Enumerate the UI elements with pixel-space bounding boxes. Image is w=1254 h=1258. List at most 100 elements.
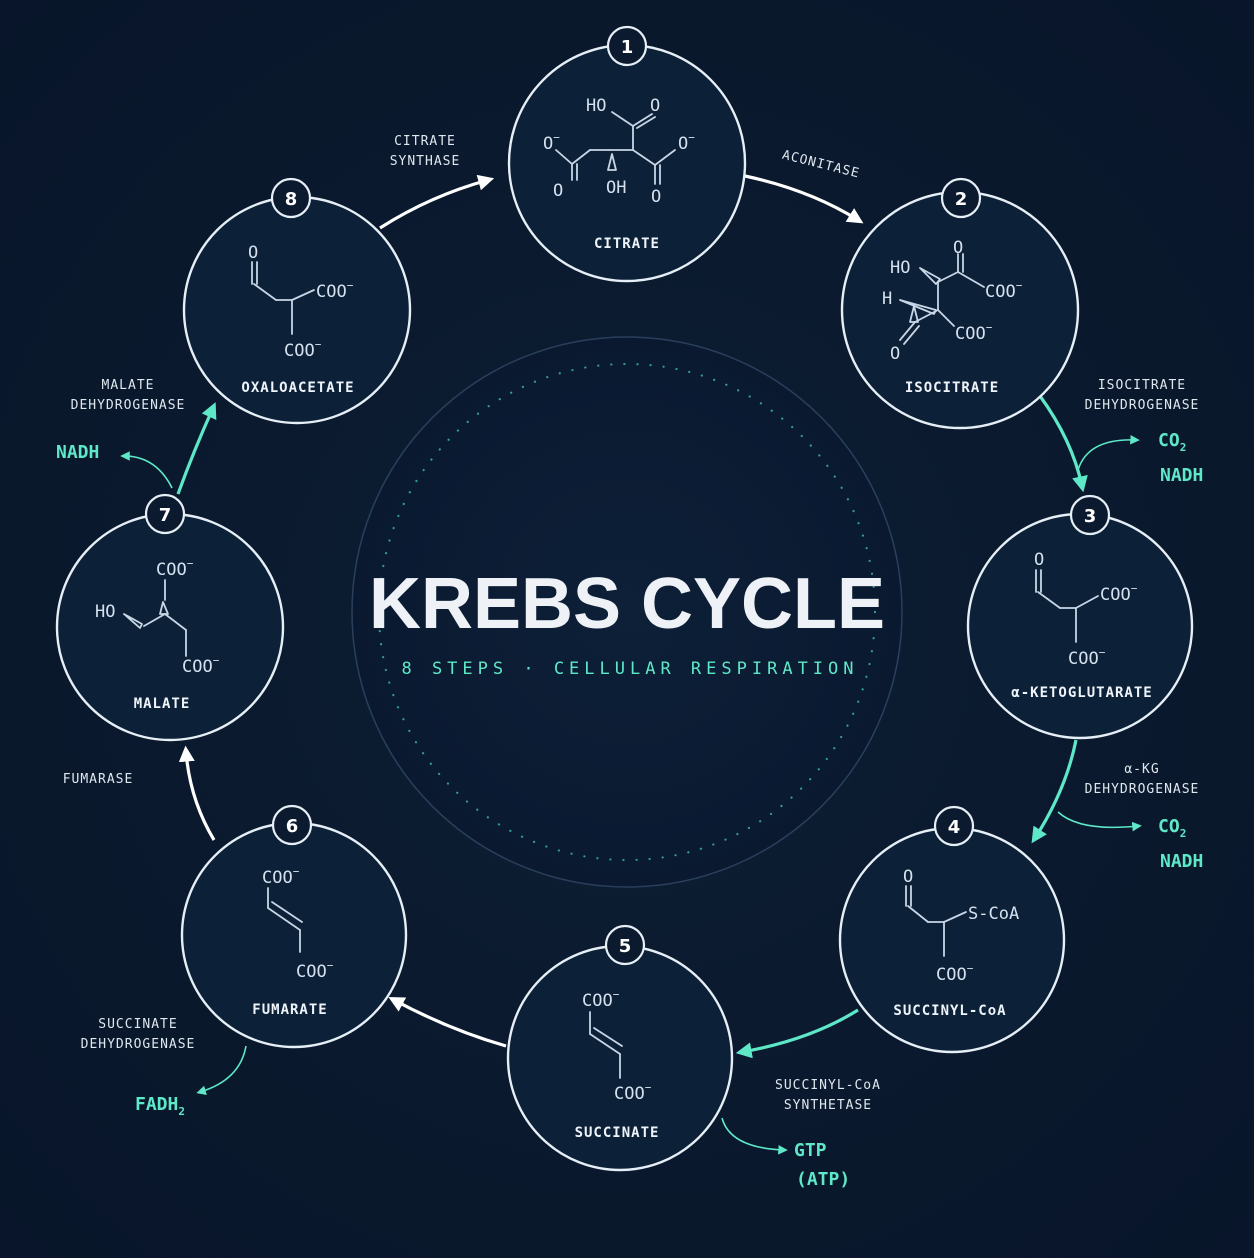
node-isocitrate[interactable]: HO O COO− H COO− O ISOCITRATE 2 bbox=[840, 177, 1080, 430]
product-gtp: GTP bbox=[794, 1140, 827, 1161]
arrow-nadh-out-step7 bbox=[120, 451, 173, 489]
node-succinate[interactable]: COO− COO− SUCCINATE 5 bbox=[506, 924, 734, 1172]
byproduct-arrows bbox=[120, 434, 1142, 1155]
arrow-step8-to-1 bbox=[379, 174, 495, 230]
step-name-succinyl-coa: SUCCINYL-CoA bbox=[893, 1003, 1006, 1019]
svg-text:H: H bbox=[882, 289, 892, 309]
step-badge-5: 5 bbox=[619, 936, 632, 957]
svg-text:S-CoA: S-CoA bbox=[968, 904, 1019, 924]
enzyme-malate-dh-2: DEHYDROGENASE bbox=[71, 398, 186, 413]
product-fadh2: FADH2 bbox=[135, 1094, 185, 1118]
byproduct-labels: CO2 NADH CO2 NADH GTP (ATP) FADH2 NADH bbox=[56, 430, 1203, 1190]
svg-text:COO−: COO− bbox=[296, 959, 334, 982]
node-fumarate[interactable]: COO− COO− FUMARATE 6 bbox=[180, 804, 408, 1049]
structure-malate: COO− HO COO− bbox=[95, 557, 220, 677]
arrow-step7-to-8 bbox=[176, 402, 217, 495]
svg-text:O: O bbox=[1034, 550, 1044, 570]
structure-isocitrate: HO O COO− H COO− O bbox=[882, 238, 1023, 364]
center-hub: KREBS CYCLE 8 STEPS · CELLULAR RESPIRATI… bbox=[351, 336, 903, 888]
arrow-step4-to-5 bbox=[735, 1008, 859, 1059]
step-badge-2: 2 bbox=[955, 189, 968, 210]
node-succinyl-coa[interactable]: O S-CoA COO− SUCCINYL-CoA 4 bbox=[838, 805, 1066, 1054]
step-name-alpha-ketoglutarate: α-KETOGLUTARATE bbox=[1011, 685, 1152, 701]
page-subtitle: 8 STEPS · CELLULAR RESPIRATION bbox=[401, 659, 858, 679]
step-name-malate: MALATE bbox=[134, 696, 191, 712]
arrow-step3-to-4 bbox=[1031, 739, 1078, 844]
node-citrate[interactable]: HO O O− O− O OH O CITRATE 1 bbox=[507, 25, 747, 283]
svg-text:COO−: COO− bbox=[262, 865, 300, 888]
svg-text:O: O bbox=[953, 238, 963, 258]
structure-fumarate: COO− COO− bbox=[262, 865, 334, 982]
arrow-step5-to-6 bbox=[388, 996, 507, 1048]
svg-text:COO−: COO− bbox=[316, 279, 354, 302]
product-atp: (ATP) bbox=[796, 1169, 850, 1190]
svg-text:COO−: COO− bbox=[1100, 582, 1138, 605]
structure-alpha-ketoglutarate: O COO− COO− bbox=[1034, 550, 1138, 669]
svg-text:O: O bbox=[650, 96, 660, 116]
arrow-step2-to-3 bbox=[1038, 395, 1088, 493]
svg-text:O: O bbox=[553, 181, 563, 201]
svg-text:COO−: COO− bbox=[985, 279, 1023, 302]
step-badge-8: 8 bbox=[285, 189, 298, 210]
svg-text:COO−: COO− bbox=[156, 557, 194, 580]
step-name-fumarate: FUMARATE bbox=[252, 1002, 327, 1018]
svg-text:O: O bbox=[890, 344, 900, 364]
enzyme-akg-dh-1: α-KG bbox=[1124, 762, 1159, 777]
svg-text:O−: O− bbox=[678, 131, 695, 154]
enzyme-isocitrate-dh-1: ISOCITRATE bbox=[1098, 378, 1186, 393]
enzyme-fumarase: FUMARASE bbox=[63, 772, 134, 787]
product-co2-step2: CO2 bbox=[1158, 430, 1186, 454]
enzyme-malate-dh-1: MALATE bbox=[102, 378, 155, 393]
structure-oxaloacetate: O COO− COO− bbox=[248, 243, 354, 361]
svg-text:O−: O− bbox=[543, 131, 560, 154]
product-nadh-step7: NADH bbox=[56, 442, 99, 463]
svg-text:O: O bbox=[248, 243, 258, 263]
svg-text:HO: HO bbox=[95, 602, 115, 622]
product-nadh-step3: NADH bbox=[1160, 851, 1203, 872]
svg-text:HO: HO bbox=[586, 96, 606, 116]
enzyme-citrate-synthase-2: SYNTHASE bbox=[390, 154, 461, 169]
step-badge-1: 1 bbox=[621, 37, 634, 58]
arrow-gtp-out bbox=[721, 1117, 788, 1155]
svg-text:COO−: COO− bbox=[955, 321, 993, 344]
step-badge-7: 7 bbox=[159, 505, 172, 526]
arrow-co2-out-step2 bbox=[1077, 434, 1140, 471]
step-name-isocitrate: ISOCITRATE bbox=[905, 380, 999, 396]
step-badge-6: 6 bbox=[286, 816, 299, 837]
step-badge-4: 4 bbox=[948, 817, 961, 838]
enzyme-succinyl-coa-synthetase-1: SUCCINYL-CoA bbox=[775, 1078, 881, 1093]
cycle-arrows bbox=[176, 174, 1088, 1059]
svg-text:OH: OH bbox=[606, 178, 626, 198]
svg-text:O: O bbox=[903, 867, 913, 887]
enzyme-succinate-dh-2: DEHYDROGENASE bbox=[81, 1037, 196, 1052]
node-malate[interactable]: COO− HO COO− MALATE 7 bbox=[55, 493, 285, 742]
enzyme-succinyl-coa-synthetase-2: SYNTHETASE bbox=[784, 1098, 872, 1113]
enzyme-aconitase: ACONITASE bbox=[780, 148, 861, 182]
enzyme-succinate-dh-1: SUCCINATE bbox=[98, 1017, 177, 1032]
enzyme-citrate-synthase-1: CITRATE bbox=[394, 134, 456, 149]
page-title: KREBS CYCLE bbox=[369, 564, 885, 644]
structure-succinyl-coa: O S-CoA COO− bbox=[903, 867, 1019, 985]
svg-text:COO−: COO− bbox=[1068, 646, 1106, 669]
enzyme-akg-dh-2: DEHYDROGENASE bbox=[1085, 782, 1200, 797]
step-name-citrate: CITRATE bbox=[594, 236, 660, 252]
node-oxaloacetate[interactable]: O COO− COO− OXALOACETATE 8 bbox=[182, 177, 412, 425]
product-co2-step3: CO2 bbox=[1158, 816, 1186, 840]
structure-succinate: COO− COO− bbox=[582, 988, 652, 1104]
svg-text:COO−: COO− bbox=[936, 962, 974, 985]
svg-text:COO−: COO− bbox=[614, 1081, 652, 1104]
svg-text:COO−: COO− bbox=[182, 654, 220, 677]
svg-text:COO−: COO− bbox=[284, 338, 322, 361]
product-nadh-step2: NADH bbox=[1160, 465, 1203, 486]
step-name-oxaloacetate: OXALOACETATE bbox=[241, 380, 354, 396]
svg-text:O: O bbox=[651, 187, 661, 207]
enzyme-isocitrate-dh-2: DEHYDROGENASE bbox=[1085, 398, 1200, 413]
step-name-succinate: SUCCINATE bbox=[575, 1125, 660, 1141]
arrow-fadh-out bbox=[196, 1045, 247, 1095]
node-alpha-ketoglutarate[interactable]: O COO− COO− α-KETOGLUTARATE 3 bbox=[966, 494, 1194, 740]
structure-citrate: HO O O− O− O OH O bbox=[543, 96, 695, 207]
arrow-step1-to-2 bbox=[744, 174, 864, 224]
step-badge-3: 3 bbox=[1084, 506, 1097, 527]
